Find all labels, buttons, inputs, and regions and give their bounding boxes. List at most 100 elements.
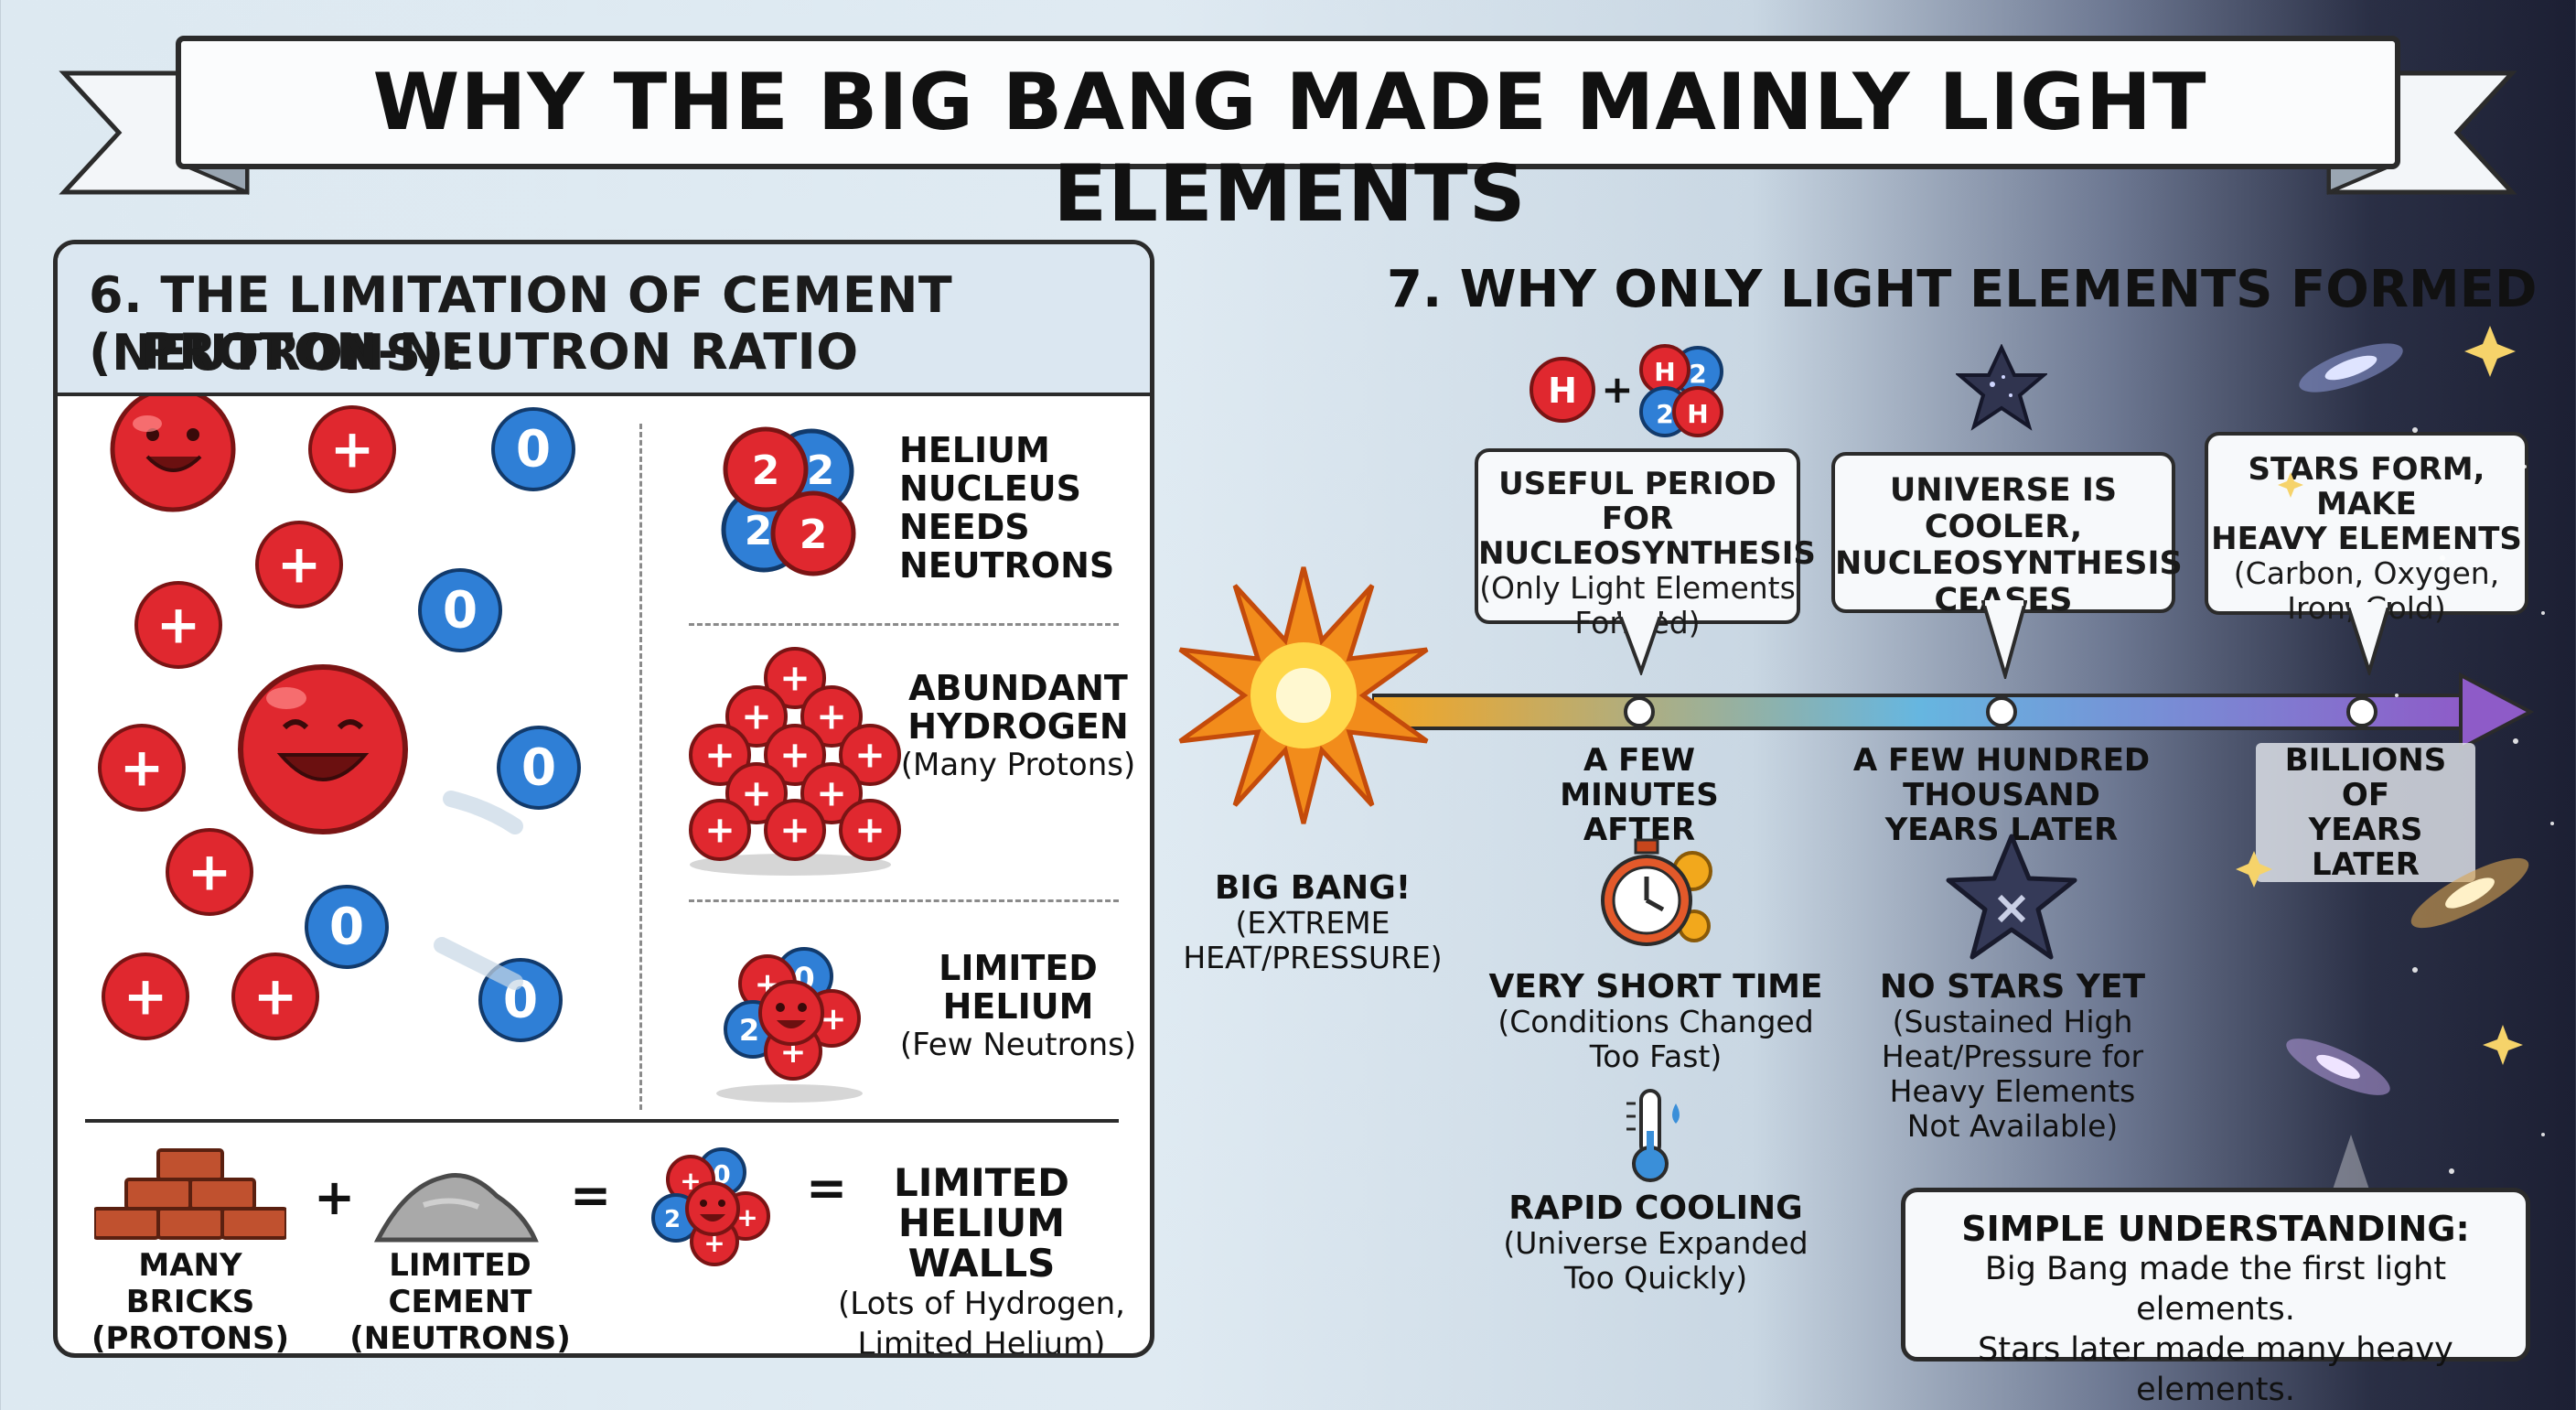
helium-digit: 2 (745, 508, 773, 554)
thermometer-icon (1626, 1089, 1680, 1182)
svg-text:0: 0 (516, 419, 551, 478)
proton: + (134, 581, 222, 669)
svg-text:+: + (741, 695, 772, 737)
hydrogen-label: ABUNDANT HYDROGEN (Many Protons) (900, 668, 1136, 783)
section-6-heading-line2: PROTON-NEUTRON RATIO (142, 323, 859, 381)
svg-text:+: + (704, 809, 735, 851)
neutron: 0 (418, 568, 502, 652)
neutron: 0 (305, 885, 389, 969)
page-title: WHY THE BIG BANG MADE MAINLY LIGHT ELEME… (372, 57, 2207, 240)
helium-nucleus-label: HELIUM NUCLEUS NEEDS NEUTRONS (899, 430, 1115, 586)
title-banner (59, 36, 2517, 196)
svg-text:+: + (1601, 367, 1633, 412)
helium-nucleus-icon: 2 2 2 2 (721, 426, 856, 576)
svg-text:0: 0 (329, 897, 364, 955)
hydrogen-proton: + (839, 724, 901, 786)
sparkle-icon (2236, 326, 2523, 1065)
callout-pointer (1981, 600, 2027, 679)
galaxy-icon (2299, 343, 2403, 393)
equation-equals: = (806, 1159, 848, 1217)
svg-text:+: + (816, 772, 847, 814)
section-6-heading-line1: 6. THE LIMITATION OF CEMENT (NEUTRONS): (89, 266, 953, 382)
reason-no-stars: NO STARS YET (Sustained High Heat/Pressu… (1879, 968, 2146, 1144)
svg-text:+: + (704, 734, 735, 776)
callout-useful-period: USEFUL PERIOD FOR NUCLEOSYNTHESIS (Only … (1475, 448, 1816, 640)
helium-digit: 2 (800, 511, 828, 558)
hydrogen-proton: + (764, 724, 826, 786)
svg-text:0: 0 (443, 580, 478, 639)
svg-text:+: + (120, 736, 165, 798)
neutron: 0 (491, 407, 575, 491)
limited-helium-icon: 0 + 2 + + (716, 947, 863, 1103)
equation-plus: + (314, 1168, 356, 1226)
happy-proton-large-icon (238, 664, 408, 834)
helium-digit: 2 (752, 447, 780, 494)
proton-group: +++++++ (98, 405, 396, 1040)
svg-text:+: + (736, 1202, 757, 1232)
svg-text:+: + (741, 772, 772, 814)
svg-text:0: 0 (521, 737, 556, 796)
svg-text:+: + (854, 734, 886, 776)
hydrogen-proton: + (689, 724, 751, 786)
dashed-divider (639, 424, 642, 1110)
cement-label: LIMITED CEMENT (NEUTRONS) (349, 1247, 571, 1357)
hydrogen-proton: + (839, 799, 901, 861)
svg-text:+: + (816, 695, 847, 737)
reason-short-time: VERY SHORT TIME (Conditions Changed Too … (1488, 968, 1823, 1074)
explosion-icon (1178, 566, 1429, 824)
section-7-heading: 7. WHY ONLY LIGHT ELEMENTS FORMED (1387, 260, 2538, 319)
dashed-divider (689, 623, 1119, 626)
fusion-reaction-icon: H + 2 H 2 H (1530, 344, 1723, 437)
dark-star-icon (1956, 344, 2047, 431)
brick-pile-icon (94, 1148, 286, 1240)
happy-proton-icon (110, 396, 236, 512)
proton: + (166, 828, 253, 916)
no-star-icon (1946, 834, 2077, 960)
hydrogen-proton: + (800, 685, 863, 748)
svg-text:+: + (821, 1001, 847, 1038)
callout-pointer (1617, 611, 1663, 675)
svg-text:+: + (779, 734, 810, 776)
timeline-arrow (1372, 672, 2535, 752)
hydrogen-proton: + (764, 647, 826, 709)
simple-understanding-box: SIMPLE UNDERSTANDING: Big Bang made the … (1901, 1188, 2530, 1408)
svg-text:+: + (779, 657, 810, 699)
callout-universe-cooler: UNIVERSE IS COOLER, NUCLEOSYNTHESIS CEAS… (1831, 452, 2183, 619)
equation-equals: = (570, 1167, 612, 1224)
neutron: 0 (497, 726, 581, 810)
svg-text:+: + (253, 964, 298, 1027)
svg-text:+: + (854, 809, 886, 851)
simple-line-1: Big Bang made the first light elements. (1984, 1251, 2447, 1328)
hydrogen-proton: + (725, 685, 788, 748)
svg-text:2: 2 (739, 1013, 759, 1048)
cement-pile-icon (373, 1173, 539, 1243)
svg-text:+: + (188, 840, 232, 902)
section-6-header: 6. THE LIMITATION OF CEMENT (NEUTRONS): … (58, 244, 1150, 396)
proton: + (308, 405, 396, 493)
svg-text:2: 2 (1689, 359, 1706, 389)
svg-text:+: + (123, 964, 168, 1027)
hydrogen-proton: + (764, 799, 826, 861)
proton: + (255, 521, 343, 608)
space-decor (2236, 326, 2554, 1189)
callout-pointer (2345, 602, 2391, 675)
simple-line-2: Stars later made many heavy elements. (1978, 1331, 2453, 1408)
section-6-panel: 6. THE LIMITATION OF CEMENT (NEUTRONS): … (53, 240, 1154, 1358)
big-bang-label: BIG BANG! (EXTREME HEAT/PRESSURE) (1183, 869, 1443, 975)
dashed-divider (689, 899, 1119, 902)
galaxy-icon (2410, 857, 2529, 929)
simple-title: SIMPLE UNDERSTANDING: (1961, 1209, 2470, 1249)
hydrogen-proton: + (689, 799, 751, 861)
galaxy-icon (2286, 1039, 2390, 1095)
helium-digit: 2 (807, 447, 835, 494)
svg-text:+: + (330, 417, 375, 479)
svg-text:+: + (277, 533, 322, 595)
svg-text:H: H (1548, 371, 1577, 411)
limited-helium-small-icon: 0 + 2 + + (651, 1147, 770, 1266)
proton: + (102, 953, 189, 1040)
svg-text:+: + (156, 593, 201, 655)
